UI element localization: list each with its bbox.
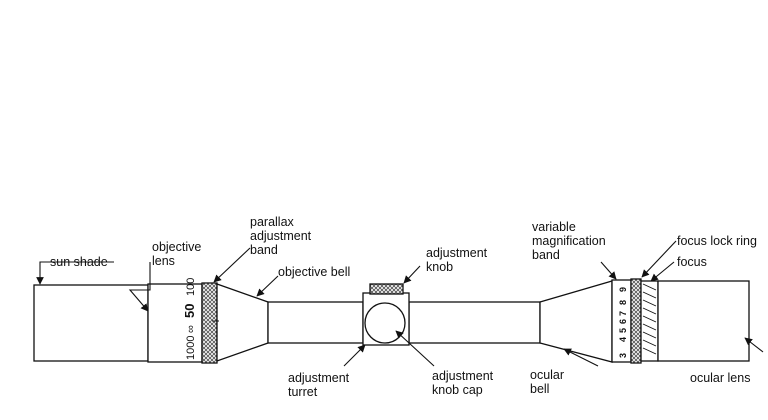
mag-9: 9: [618, 287, 628, 292]
label-variable-magnification-band: variable magnification band: [532, 220, 606, 262]
arrow-sun-shade: [36, 261, 114, 285]
objective-lens-section: [147, 283, 203, 363]
adjustment-knob: [369, 283, 404, 295]
focus-thread-lines: [642, 283, 657, 355]
label-adjustment-knob-cap: adjustment knob cap: [432, 369, 494, 397]
parallax-scale-1000: 1000: [185, 336, 197, 360]
label-ocular-lens: ocular lens: [690, 371, 751, 385]
mag-7: 7: [618, 311, 628, 316]
parallax-scale-infinity: ∞: [185, 325, 197, 333]
focus-lock-ring: [630, 278, 642, 364]
mag-6: 6: [618, 319, 628, 324]
label-ocular-bell: ocular bell: [530, 368, 565, 396]
label-adjustment-knob: adjustment knob: [426, 246, 488, 274]
ocular-housing: [657, 280, 750, 362]
magnification-scale: 9 8 7 6 5 4 3: [618, 287, 628, 358]
arrow-ocular-lens: [744, 337, 764, 353]
label-focus-lock-ring: focus lock ring: [677, 234, 757, 248]
label-objective-lens: objective lens: [152, 240, 202, 268]
arrow-focus: [650, 261, 675, 282]
mag-3: 3: [618, 353, 628, 358]
main-tube-rear: [408, 301, 541, 344]
parallax-scale-100: 100: [185, 278, 197, 296]
parallax-scale: 50 100 1000 ∞: [182, 278, 197, 360]
mag-4: 4: [618, 337, 628, 342]
focus-threads: [640, 280, 659, 362]
arrow-ocular-bell: [563, 348, 599, 367]
adjustment-knob-cap: [364, 302, 406, 344]
parallax-adjustment-band: [201, 282, 218, 364]
main-tube: [267, 301, 364, 344]
mag-8: 8: [618, 300, 628, 305]
arrow-adjustment-knob-cap: [395, 330, 435, 367]
ocular-bell: [539, 280, 613, 363]
label-objective-bell: objective bell: [278, 265, 351, 279]
label-parallax-adjustment-band: parallax adjustment band: [250, 215, 312, 257]
label-sun-shade: sun shade: [50, 255, 108, 269]
arrow-adjustment-turret: [343, 344, 366, 367]
objective-bell: [216, 283, 269, 362]
arrow-adjustment-knob: [403, 265, 421, 284]
label-adjustment-turret: adjustment turret: [288, 371, 350, 399]
mag-5: 5: [618, 328, 628, 333]
arrow-focus-lock-ring: [641, 240, 677, 278]
arrow-variable-magnification: [600, 261, 617, 280]
arrow-objective-bell: [256, 275, 279, 297]
arrow-parallax-band: [213, 247, 251, 283]
label-focus: focus: [677, 255, 707, 269]
arrow-objective-lens: [128, 262, 151, 312]
sun-shade: [33, 284, 149, 362]
parallax-scale-50: 50: [182, 304, 197, 318]
